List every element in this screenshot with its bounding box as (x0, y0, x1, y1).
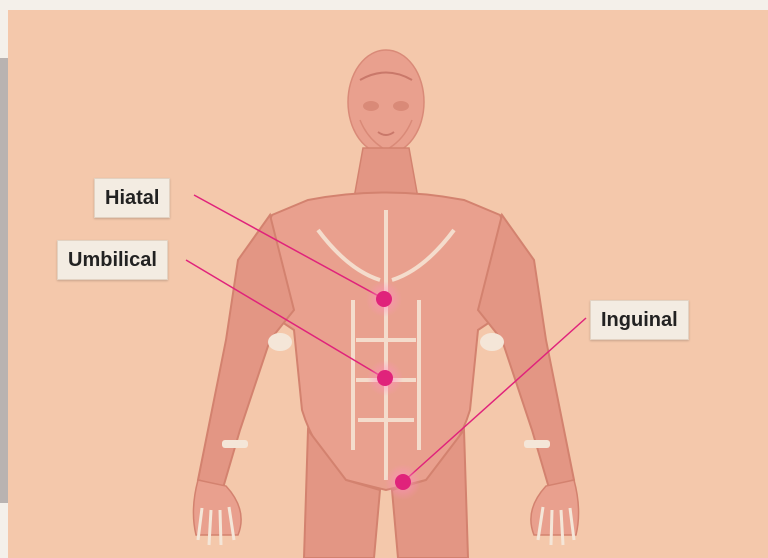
umbilical-marker (367, 360, 403, 396)
neck (354, 148, 418, 198)
hiatal-marker (366, 281, 402, 317)
left-hand (193, 480, 241, 545)
umbilical-label: Umbilical (57, 240, 168, 280)
anatomy-diagram: Hiatal Umbilical Inguinal (8, 10, 768, 558)
inguinal-marker (385, 464, 421, 500)
inguinal-label: Inguinal (590, 300, 689, 340)
head (348, 50, 424, 154)
right-hand (531, 480, 579, 545)
hiatal-label: Hiatal (94, 178, 170, 218)
muscular-body-figure (8, 10, 768, 558)
left-edge-strip (0, 58, 8, 503)
